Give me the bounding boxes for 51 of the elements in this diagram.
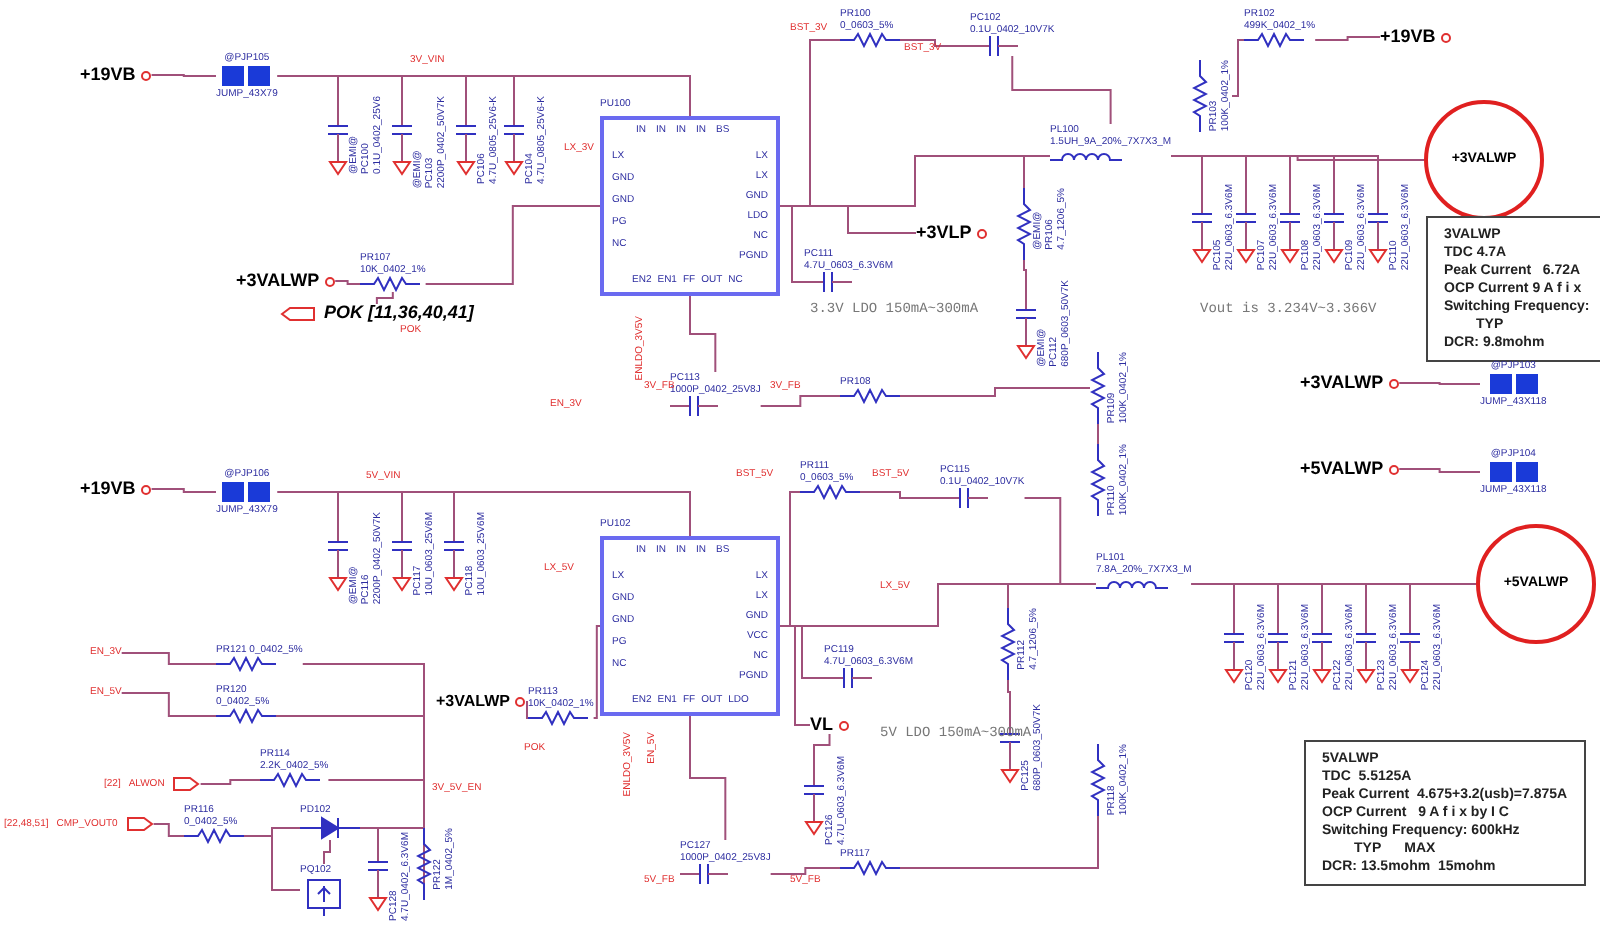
wire: [759, 395, 841, 407]
wire: [199, 779, 261, 785]
wire: [243, 835, 301, 891]
wire: [424, 205, 601, 285]
wire: [899, 39, 971, 47]
wire: [120, 652, 217, 665]
wire: [323, 839, 331, 865]
wire: [859, 491, 941, 499]
wire: [1023, 259, 1027, 281]
wire: [120, 692, 217, 717]
wire: [150, 488, 217, 493]
wire: [1011, 55, 1112, 125]
spec-note-box: [1304, 740, 1586, 886]
net-port-label: +19VB: [80, 66, 136, 84]
wire: [1023, 155, 1051, 189]
net-port-label: +19VB: [1380, 28, 1436, 46]
wire: [276, 491, 691, 537]
wire: [592, 625, 601, 719]
net-port-label: +3VALWP: [436, 694, 510, 710]
net-port-label: VL: [810, 716, 834, 734]
wire: [1398, 468, 1481, 473]
net-port-label: +19VB: [80, 480, 136, 498]
wire: [813, 733, 831, 757]
wire: [359, 827, 379, 833]
spec-note-box: [1426, 216, 1600, 362]
wire: [334, 280, 361, 285]
wire: [769, 867, 841, 875]
net-port-label: +3VALWP: [236, 272, 320, 290]
wire: [689, 715, 727, 841]
wire: [150, 74, 217, 77]
wire: [1007, 583, 1097, 609]
wire: [899, 387, 1091, 397]
wire: [1190, 583, 1411, 605]
wire: [779, 205, 805, 283]
wire: [899, 815, 1099, 869]
wire: [1231, 39, 1245, 97]
wire: [689, 295, 717, 373]
wire: [1314, 36, 1381, 41]
wire: [276, 75, 691, 117]
wire: [524, 701, 529, 719]
wire: [1097, 423, 1099, 445]
wire: [327, 779, 425, 829]
wire: [779, 625, 811, 726]
wire: [1007, 679, 1011, 705]
net-port-label: +3VALWP: [1300, 374, 1384, 392]
net-port-label: POK [11,36,40,41]: [324, 304, 474, 322]
wire: [1398, 382, 1481, 385]
net-port-label: +5VALWP: [1300, 460, 1384, 478]
net-port-label: +3VLP: [916, 224, 972, 242]
wire: [152, 823, 185, 837]
wire: [375, 291, 394, 305]
